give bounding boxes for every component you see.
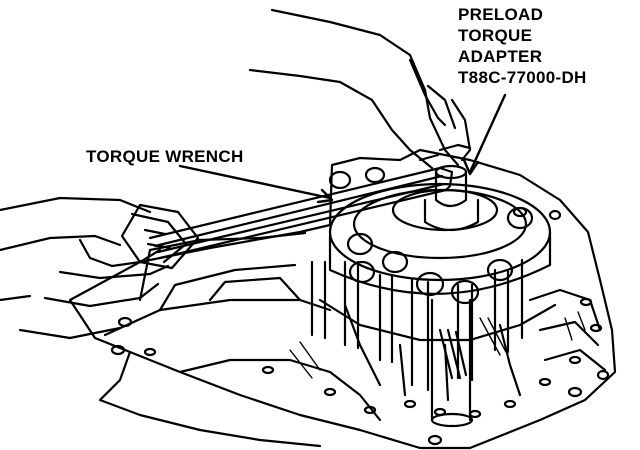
hand-holding-adapter bbox=[248, 8, 472, 170]
torque-wrench bbox=[120, 166, 454, 270]
transmission-case bbox=[68, 148, 617, 450]
leader-lines bbox=[178, 93, 507, 204]
shading-details bbox=[289, 311, 586, 379]
label-adapter-line-3: ADAPTER bbox=[458, 47, 543, 66]
hand-holding-wrench bbox=[0, 196, 170, 340]
output-shaft-gear bbox=[430, 298, 474, 428]
label-torque-wrench: TORQUE WRENCH bbox=[86, 147, 244, 166]
label-adapter-line-2: TORQUE bbox=[458, 26, 533, 45]
preload-torque-adapter bbox=[423, 164, 480, 232]
label-preload-torque-adapter: PRELOAD TORQUE ADAPTER T88C-77000-DH bbox=[458, 4, 587, 88]
bearing-retainer bbox=[328, 166, 552, 305]
label-adapter-line-4: T88C-77000-DH bbox=[458, 68, 587, 87]
label-adapter-line-1: PRELOAD bbox=[458, 5, 544, 24]
